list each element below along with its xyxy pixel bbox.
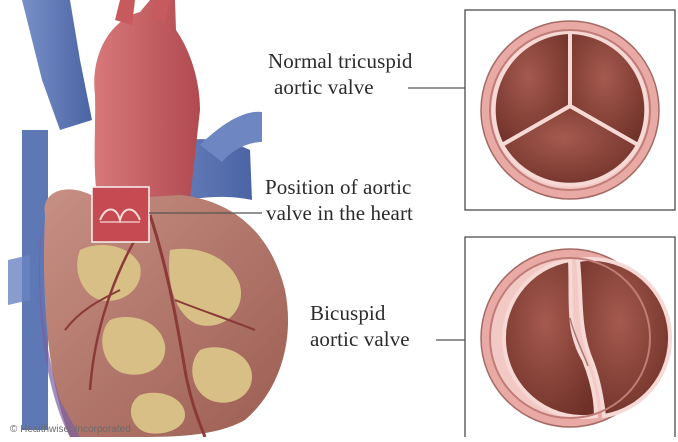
tricuspid-valve-panel [465, 10, 675, 210]
bicuspid-label-line1: Bicuspid [310, 301, 385, 326]
copyright-credit: © Healthwise, Incorporated [10, 424, 131, 435]
bicuspid-valve-panel [465, 237, 675, 437]
tricuspid-label-line2: aortic valve [274, 75, 374, 100]
aorta [94, 0, 200, 205]
aortic-valve-position-box [92, 187, 149, 242]
position-label-line1: Position of aortic [265, 175, 411, 200]
heart-body [39, 189, 288, 437]
position-label-line2: valve in the heart [266, 201, 413, 226]
tricuspid-label-line1: Normal tricuspid [268, 49, 413, 74]
bicuspid-label-line2: aortic valve [310, 327, 410, 352]
